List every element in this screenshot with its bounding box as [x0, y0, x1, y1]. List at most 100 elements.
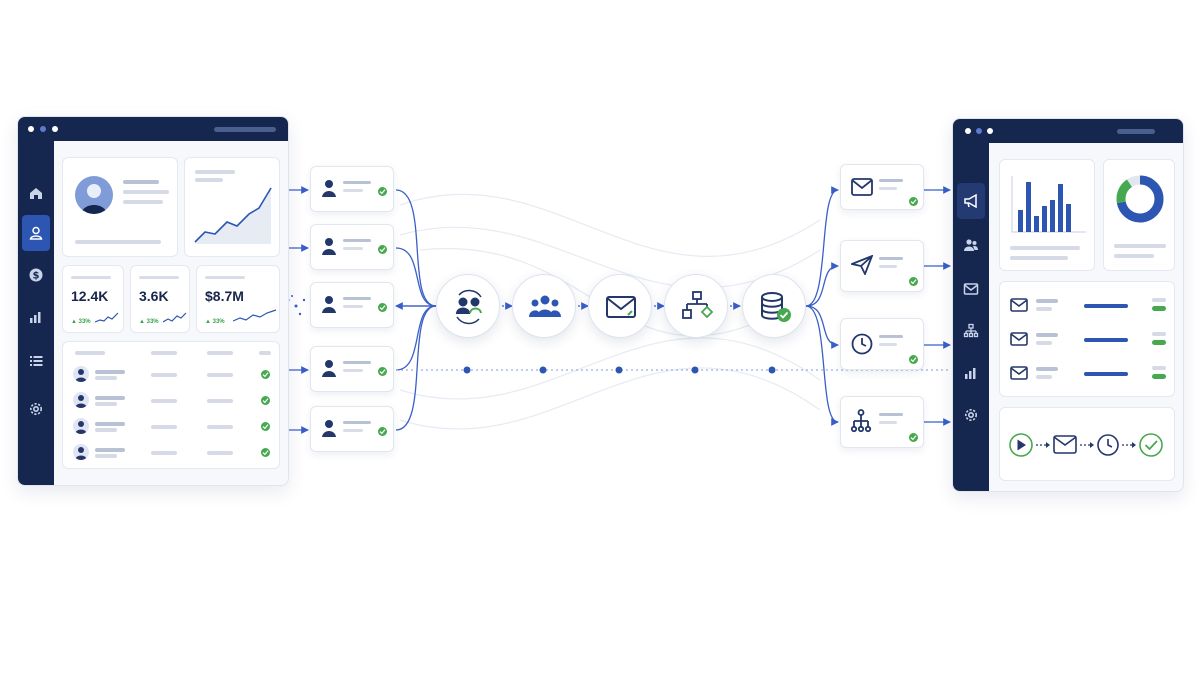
status-check-icon [909, 433, 918, 442]
check-circle-icon [1139, 433, 1163, 457]
list-item[interactable] [1000, 360, 1176, 388]
gear-icon[interactable] [957, 397, 985, 433]
status-pill [1152, 340, 1166, 345]
text-placeholder [1114, 244, 1166, 248]
text-placeholder [207, 451, 233, 455]
stage-workflow[interactable] [664, 274, 728, 338]
gear-icon[interactable] [22, 391, 50, 427]
stat-delta: ▲ 33% [139, 319, 159, 325]
campaign-bar-chart [1011, 176, 1086, 233]
sparkline [163, 312, 187, 323]
text-placeholder [343, 189, 363, 192]
megaphone-icon[interactable] [957, 183, 985, 219]
contact-node[interactable] [310, 224, 394, 270]
bar-chart-icon[interactable] [22, 299, 50, 335]
stage-user-sync[interactable] [436, 274, 500, 338]
column-header-placeholder [75, 351, 105, 355]
text-placeholder [1114, 254, 1154, 258]
text-placeholder [95, 428, 117, 432]
window-control-dot[interactable] [28, 126, 34, 132]
text-placeholder [151, 451, 177, 455]
org-chart-icon[interactable] [957, 313, 985, 349]
text-placeholder [879, 257, 903, 260]
wire-merge-1 [395, 189, 437, 307]
window-control-dot[interactable] [52, 126, 58, 132]
window-control-dot[interactable] [976, 128, 982, 134]
stat-label-placeholder [71, 276, 111, 279]
contact-node[interactable] [310, 406, 394, 452]
stage-team[interactable] [512, 274, 576, 338]
window-control-dot[interactable] [965, 128, 971, 134]
window-control-dot[interactable] [987, 128, 993, 134]
output-node-email[interactable] [840, 164, 924, 210]
window-control-dot[interactable] [40, 126, 46, 132]
table-row[interactable] [63, 388, 281, 414]
text-placeholder [95, 454, 117, 458]
text-placeholder [343, 247, 363, 250]
stage-database[interactable] [742, 274, 806, 338]
marketing-dashboard-window [952, 118, 1184, 492]
avatar [73, 392, 89, 408]
table-row[interactable] [63, 414, 281, 440]
window-title-placeholder [214, 127, 276, 132]
text-placeholder [343, 305, 363, 308]
users-icon[interactable] [957, 227, 985, 263]
status-check-icon [378, 187, 387, 196]
list-item[interactable] [1000, 292, 1176, 320]
user-icon [322, 180, 336, 197]
left-sidebar: $ [18, 141, 54, 485]
home-icon[interactable] [22, 175, 50, 211]
user-icon[interactable] [22, 215, 50, 251]
output-node-branch[interactable] [840, 396, 924, 448]
list-item[interactable] [1000, 326, 1176, 354]
wire-split-3 [805, 305, 839, 349]
progress-bar [1084, 304, 1128, 308]
list-icon[interactable] [22, 343, 50, 379]
clock-icon [851, 333, 873, 355]
window-title-bar [953, 119, 1183, 143]
text-placeholder [207, 425, 233, 429]
wire-merge-4 [395, 305, 437, 371]
table-row[interactable] [63, 440, 281, 466]
bar-chart-icon[interactable] [957, 355, 985, 391]
text-placeholder [1010, 246, 1080, 250]
user-sync-icon [455, 289, 482, 325]
progress-bar [1084, 372, 1128, 376]
text-placeholder [151, 399, 177, 403]
clock-icon [1097, 434, 1119, 456]
wire-merge-5 [395, 305, 437, 431]
text-placeholder [1036, 367, 1058, 371]
status-check-icon [378, 367, 387, 376]
text-placeholder [879, 179, 903, 182]
table-row[interactable] [63, 362, 281, 388]
trend-chart-card [184, 157, 280, 257]
window-title-bar [18, 117, 288, 141]
text-placeholder [343, 181, 371, 184]
wire-split-2 [805, 262, 839, 307]
output-node-schedule[interactable] [840, 318, 924, 370]
dollar-icon[interactable]: $ [22, 257, 50, 293]
user-icon [322, 296, 336, 313]
text-placeholder [207, 373, 233, 377]
text-placeholder [879, 343, 897, 346]
workflow-icon [682, 291, 714, 319]
branch-icon [850, 409, 872, 433]
mail-icon[interactable] [957, 271, 985, 307]
text-placeholder [1036, 333, 1058, 337]
progress-bar [1084, 338, 1128, 342]
stage-email[interactable] [588, 274, 652, 338]
user-icon [322, 420, 336, 437]
stat-delta: ▲ 33% [71, 319, 91, 325]
text-placeholder [95, 402, 117, 406]
stat-card: $8.7M ▲ 33% [196, 265, 280, 333]
column-header-placeholder [207, 351, 233, 355]
contact-node[interactable] [310, 282, 394, 328]
mail-icon [606, 296, 636, 318]
column-header-placeholder [259, 351, 271, 355]
avatar [73, 444, 89, 460]
contact-node[interactable] [310, 346, 394, 392]
avatar [73, 366, 89, 382]
contact-node[interactable] [310, 166, 394, 212]
stat-value: 3.6K [139, 288, 169, 304]
output-node-send[interactable] [840, 240, 924, 292]
